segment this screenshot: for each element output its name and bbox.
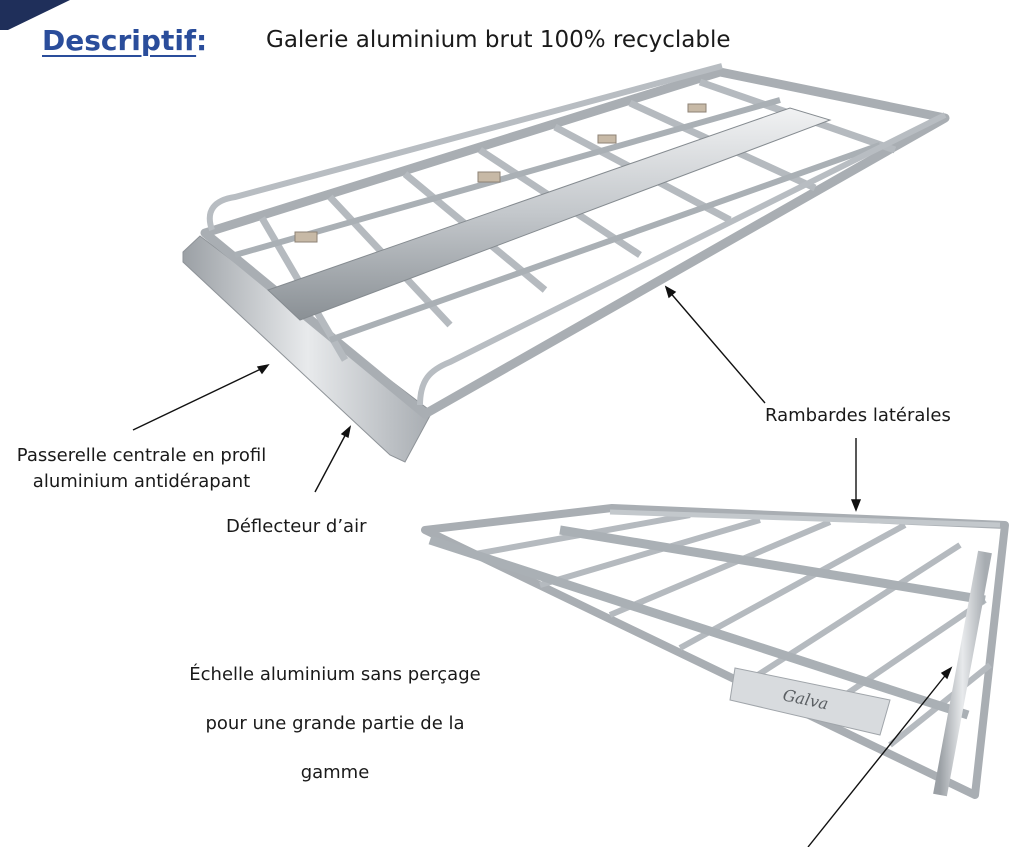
- rack-bottom-rails: [428, 525, 986, 720]
- descriptif-colon: :: [196, 24, 208, 57]
- arrow-rambardes-top: [667, 289, 766, 404]
- side-railing-left: [206, 63, 723, 231]
- label-echelle: Échelle aluminium sans perçage pour une …: [150, 650, 520, 797]
- label-deflecteur: Déflecteur d’air: [226, 516, 367, 537]
- label-passerelle: Passerelle centrale en profil aluminium …: [0, 443, 283, 495]
- side-railing-right: [417, 112, 947, 406]
- label-echelle-line3: gamme: [300, 762, 370, 783]
- corner-band-decoration: [0, 0, 70, 30]
- rack-top-image: [182, 63, 950, 463]
- label-echelle-line1: Échelle aluminium sans perçage: [189, 664, 481, 685]
- arrow-echelle: [807, 671, 949, 847]
- descriptif-label: Descriptif: [42, 24, 197, 57]
- rack-bottom-crossbars: [469, 512, 992, 748]
- rack-bottom-image: Galva: [421, 504, 1009, 799]
- ladder-tube: [933, 550, 992, 797]
- label-passerelle-line1: Passerelle centrale en profil: [16, 445, 267, 466]
- label-echelle-line2: pour une grande partie de la: [205, 713, 465, 734]
- label-rambardes: Rambardes latérales: [765, 405, 951, 426]
- label-passerelle-line2: aluminium antidérapant: [32, 471, 251, 492]
- rear-railing: [609, 509, 1001, 528]
- brand-plate: [729, 667, 891, 736]
- arrow-passerelle: [132, 366, 266, 431]
- central-walkway: [267, 107, 832, 321]
- callout-arrows: [132, 285, 953, 847]
- rack-top-brackets: [294, 103, 707, 243]
- air-deflector: [182, 235, 433, 463]
- product-description: Galerie aluminium brut 100% recyclable: [266, 27, 731, 53]
- rack-top-rails: [234, 97, 882, 343]
- arrow-deflecteur: [314, 429, 349, 493]
